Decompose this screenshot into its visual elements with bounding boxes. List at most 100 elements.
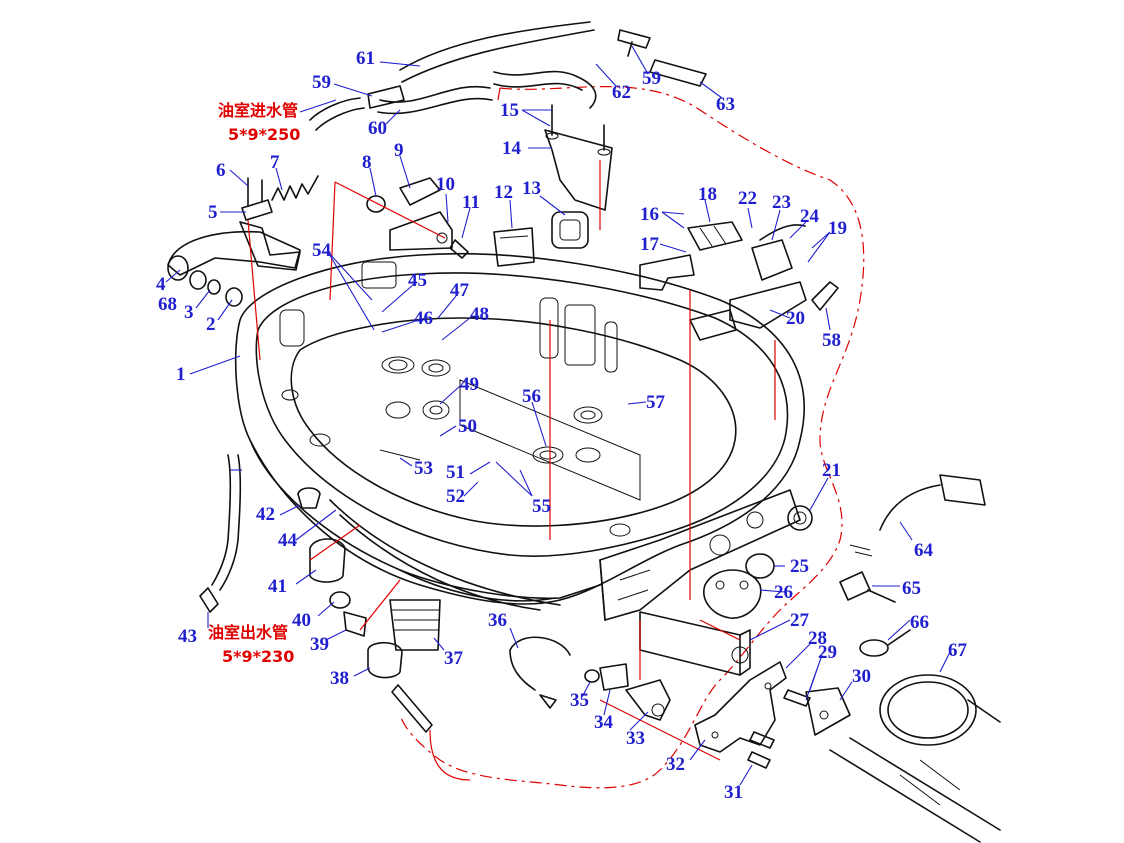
- callout-5: 5: [208, 202, 218, 223]
- callout-7: 7: [270, 152, 280, 173]
- callout-48: 48: [470, 304, 489, 325]
- inlet-hose-62: [493, 70, 597, 109]
- callout-6: 6: [216, 160, 226, 181]
- washer-8: [366, 195, 386, 213]
- screw-11: [449, 239, 469, 259]
- connector-65: [839, 571, 896, 603]
- callout-13: 13: [522, 178, 541, 199]
- callout-54: 54: [312, 240, 332, 261]
- callout-leader-lines: [165, 45, 951, 786]
- red-leader-lines: [247, 160, 776, 781]
- inlet-hose-note-title: 油室进水管: [218, 101, 298, 120]
- callout-24: 24: [800, 206, 820, 227]
- callout-16: 16: [640, 204, 659, 225]
- grommet-26: [703, 569, 762, 619]
- inlet-hose-note-spec: 5*9*250: [228, 125, 300, 144]
- ring-58: [811, 281, 839, 311]
- callout-59-right: 59: [642, 68, 661, 89]
- callout-41: 41: [268, 576, 287, 597]
- inlet-hose-60: [377, 85, 493, 115]
- callout-42: 42: [256, 504, 275, 525]
- cap-42: [297, 487, 321, 509]
- plug-21: [787, 505, 813, 531]
- callout-63: 63: [716, 94, 735, 115]
- callout-50: 50: [458, 416, 477, 437]
- bracket-5-6: [241, 177, 273, 221]
- callout-38: 38: [330, 668, 349, 689]
- callout-34: 34: [594, 712, 614, 733]
- callout-35: 35: [570, 690, 589, 711]
- bracket-9-10: [389, 177, 453, 251]
- oil-chamber-housing: [234, 252, 805, 621]
- nut-38: [367, 641, 403, 679]
- callout-65: 65: [902, 578, 921, 599]
- callout-66: 66: [910, 612, 929, 633]
- callout-labels: 1 2 3 4 5 6 7 8 9 10 11 12 13 14 15 16 1…: [156, 48, 968, 803]
- tube-38: [391, 684, 433, 733]
- outlet-hose-note-spec: 5*9*230: [222, 647, 294, 666]
- callout-43: 43: [178, 626, 197, 647]
- callout-1: 1: [176, 364, 186, 385]
- callout-61: 61: [356, 48, 375, 69]
- callout-68: 68: [158, 294, 177, 315]
- sensor-66: [859, 629, 911, 657]
- callout-21: 21: [822, 460, 841, 481]
- callout-32: 32: [666, 754, 685, 775]
- callout-56: 56: [522, 386, 541, 407]
- connector-18: [687, 221, 743, 251]
- hose-63: [649, 59, 707, 87]
- plate-28-32: [694, 661, 787, 753]
- callout-17: 17: [640, 234, 660, 255]
- gasket-34: [599, 663, 629, 691]
- callout-14: 14: [502, 138, 522, 159]
- callout-59-left: 59: [312, 72, 331, 93]
- assembly-boundary-dashline: [399, 86, 865, 789]
- control-cables: [829, 737, 1001, 843]
- inlet-hose-note: 油室进水管 5*9*250: [218, 101, 300, 144]
- clip-17: [639, 254, 695, 291]
- grommet-12: [493, 227, 535, 267]
- switch-30: [805, 687, 851, 736]
- outlet-hose-note-title: 油室出水管: [208, 623, 288, 642]
- callout-49: 49: [460, 374, 479, 395]
- callout-51: 51: [446, 462, 465, 483]
- callout-37: 37: [444, 648, 464, 669]
- harness-64: [849, 474, 986, 557]
- callout-33: 33: [626, 728, 645, 749]
- callout-62: 62: [612, 82, 631, 103]
- washers-2-3-68: [189, 270, 243, 307]
- callout-9: 9: [394, 140, 404, 161]
- callout-4: 4: [156, 274, 166, 295]
- handle-lever: [167, 221, 301, 281]
- callout-19: 19: [828, 218, 847, 239]
- callout-12: 12: [494, 182, 513, 203]
- bracket-14-15: [544, 104, 613, 211]
- callout-3: 3: [184, 302, 194, 323]
- inlet-hose-lower: [309, 97, 365, 131]
- relay-23-24: [751, 224, 806, 281]
- callout-31: 31: [724, 782, 743, 803]
- callout-2: 2: [206, 314, 216, 335]
- callout-22: 22: [738, 188, 757, 209]
- callout-29: 29: [818, 642, 837, 663]
- callout-10: 10: [436, 174, 455, 195]
- callout-47: 47: [450, 280, 470, 301]
- callout-30: 30: [852, 666, 871, 687]
- bracket-20: [689, 281, 807, 341]
- callout-46: 46: [414, 308, 433, 329]
- fitting-41: [309, 538, 346, 583]
- seal-13: [551, 211, 589, 249]
- callout-26: 26: [774, 582, 793, 603]
- callout-58: 58: [822, 330, 841, 351]
- callout-11: 11: [462, 192, 480, 213]
- callout-20: 20: [786, 308, 805, 329]
- fitting-39-40: [329, 591, 367, 637]
- callout-40: 40: [292, 610, 311, 631]
- callout-67: 67: [948, 640, 968, 661]
- callout-57: 57: [646, 392, 666, 413]
- callout-52: 52: [446, 486, 465, 507]
- tee-59: [367, 29, 651, 109]
- callout-53: 53: [414, 458, 433, 479]
- cable-coil-67: [879, 674, 1001, 746]
